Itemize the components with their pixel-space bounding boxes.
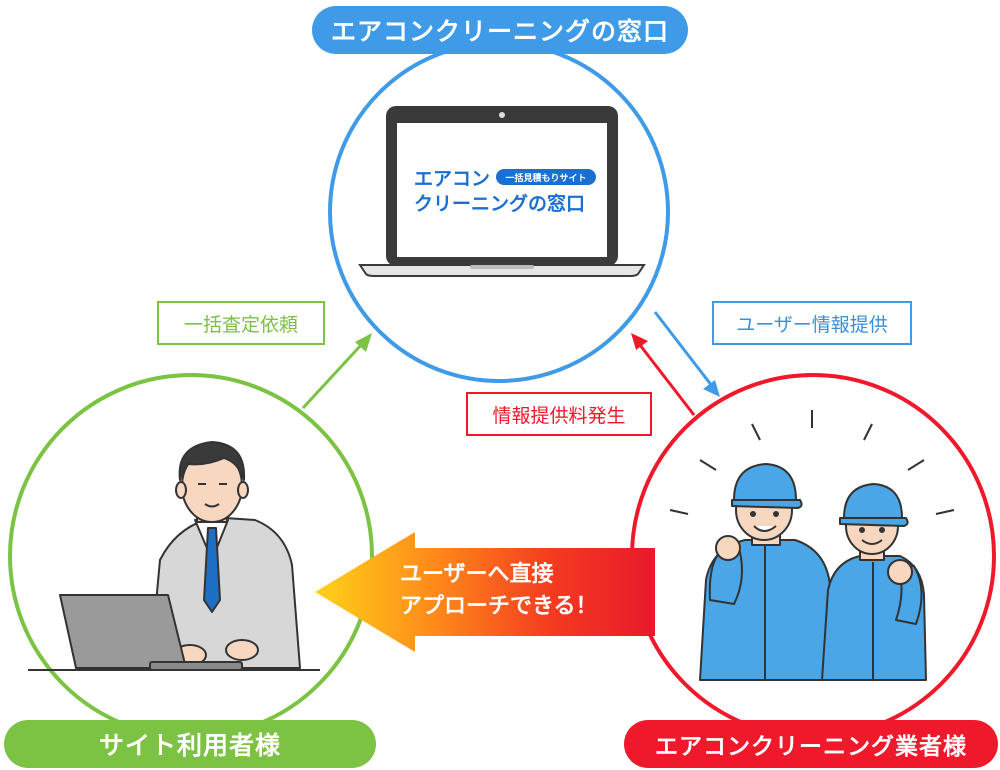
approach-text-line1: ユーザーへ直接 xyxy=(400,562,554,587)
fee-label: 情報提供料発生 xyxy=(466,392,652,436)
provide-info-label: ユーザー情報提供 xyxy=(712,301,912,345)
request-label: 一括査定依頼 xyxy=(157,301,325,345)
businessman-illustration xyxy=(149,441,301,669)
user-label: サイト利用者様 xyxy=(4,720,376,768)
screen-badge: 一括見積もりサイト xyxy=(496,169,596,185)
business-label: エアコンクリーニング業者様 xyxy=(624,720,998,768)
user-laptop-icon xyxy=(59,594,243,671)
provide-info-arrow xyxy=(653,311,720,397)
approach-text-line2: アプローチできる！ xyxy=(400,594,598,619)
fee-arrow xyxy=(631,333,696,416)
screen-title-line1: エアコン xyxy=(414,168,491,190)
screen-title-line2: クリーニングの窓口 xyxy=(414,193,586,215)
request-arrow xyxy=(301,333,372,410)
platform-label: エアコンクリーニングの窓口 xyxy=(312,6,688,54)
workers-illustration xyxy=(669,410,955,681)
laptop-icon xyxy=(358,106,646,277)
approach-arrow xyxy=(315,532,655,652)
